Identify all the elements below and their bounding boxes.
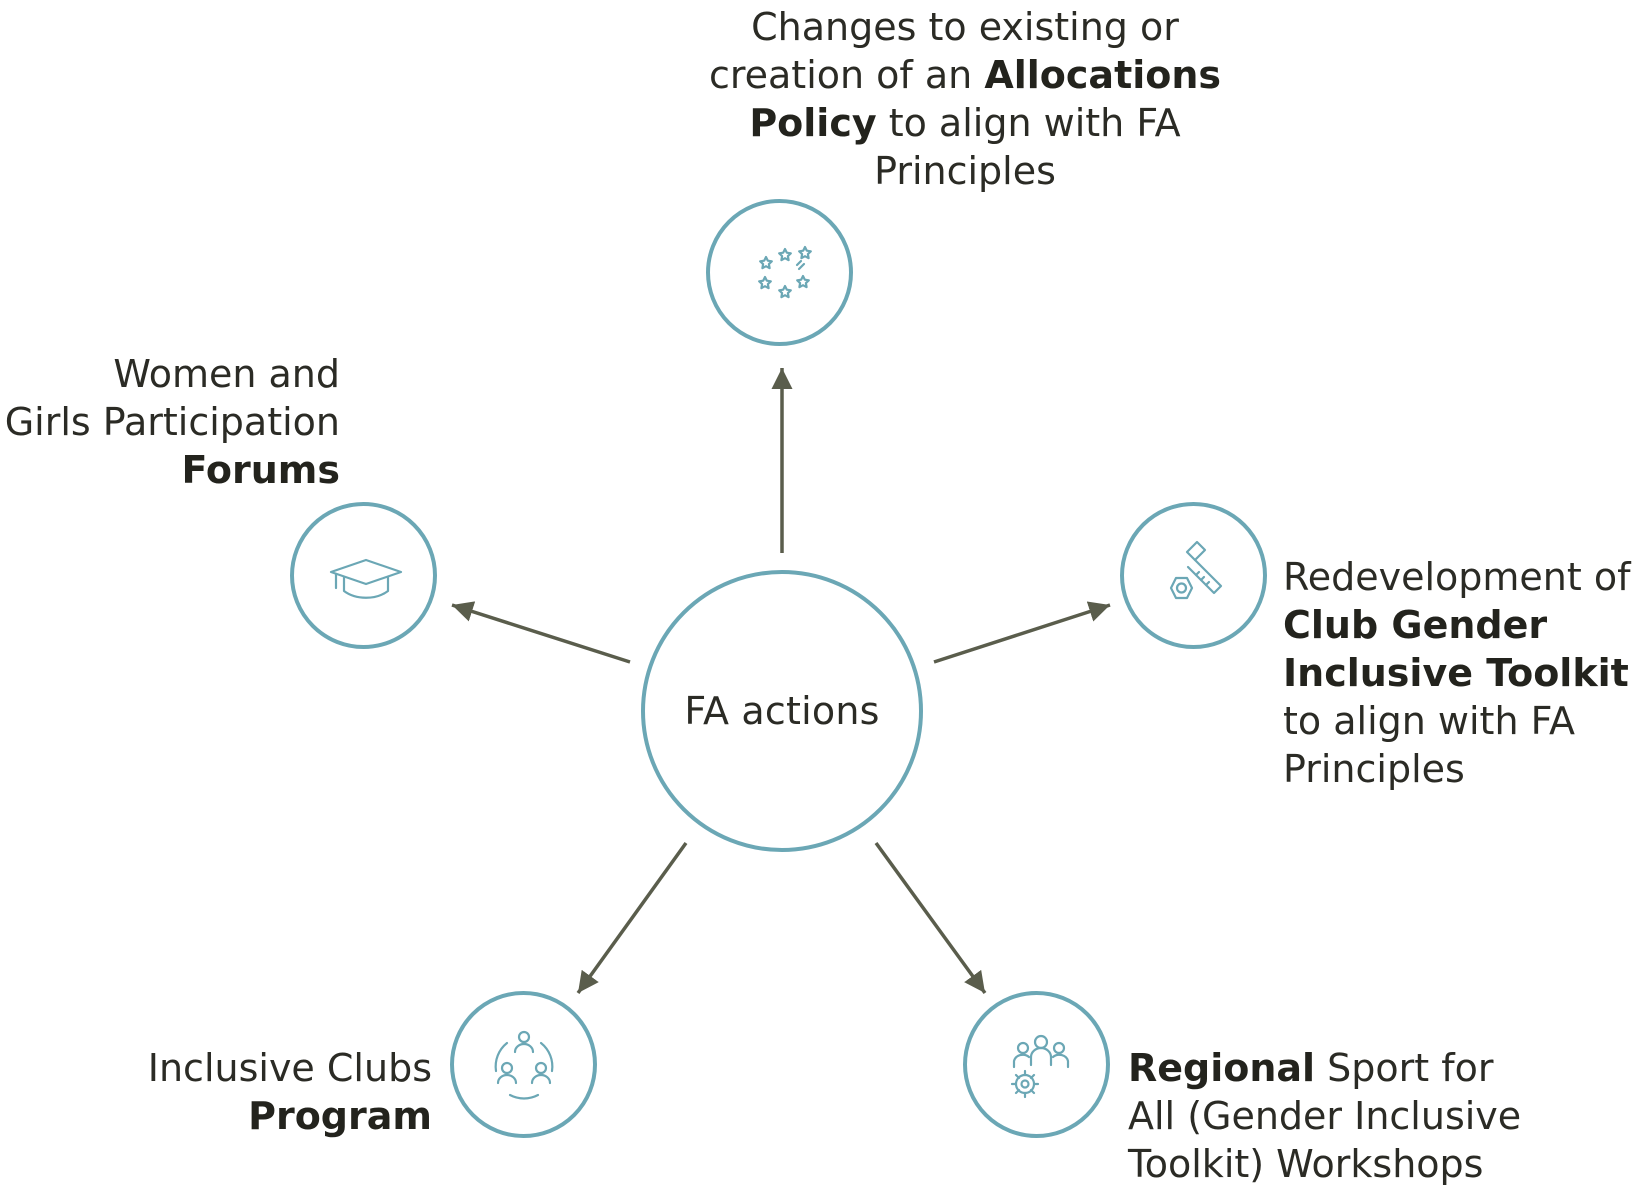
label-line: Women and xyxy=(113,352,340,396)
graduation-cap-icon xyxy=(329,558,403,599)
label-line: Principles xyxy=(874,149,1056,193)
arrow-to-workshops xyxy=(874,841,987,995)
inclusive-clubs-label: Inclusive Clubs Program xyxy=(60,1044,432,1140)
label-line: Program xyxy=(248,1094,432,1138)
forums-node xyxy=(290,502,437,649)
center-node: FA actions xyxy=(641,570,923,852)
stars-icon xyxy=(758,245,812,299)
allocations-policy-node xyxy=(706,199,853,346)
toolkit-label: Redevelopment of Club Gender Inclusive T… xyxy=(1283,553,1643,793)
workshops-label: Regional Sport for All (Gender Inclusive… xyxy=(1128,1044,1528,1185)
team-gear-icon xyxy=(1010,1034,1070,1099)
forums-label: Women and Girls Participation Forums xyxy=(0,350,340,494)
center-label: FA actions xyxy=(684,689,880,733)
label-line: Principles xyxy=(1283,747,1465,791)
label-line: Club Gender xyxy=(1283,603,1548,647)
label-line: Forums xyxy=(181,448,340,492)
label-line: Policy to align with FA xyxy=(749,101,1181,145)
arrow-to-forums xyxy=(451,601,631,664)
toolkit-node xyxy=(1120,502,1267,649)
workshops-node xyxy=(963,991,1110,1138)
arrow-to-toolkit xyxy=(933,601,1111,664)
inclusive-clubs-node xyxy=(450,991,597,1138)
label-line: Regional Sport for xyxy=(1128,1046,1494,1090)
label-line: to align with FA xyxy=(1283,699,1575,743)
community-cycle-icon xyxy=(494,1030,554,1100)
label-line: Redevelopment of xyxy=(1283,555,1631,599)
label-line: Inclusive Clubs xyxy=(147,1046,432,1090)
label-line: All (Gender Inclusive xyxy=(1128,1094,1522,1138)
label-line: Inclusive Toolkit xyxy=(1283,651,1629,695)
allocations-policy-label: Changes to existing or creation of an Al… xyxy=(700,3,1230,195)
tools-icon xyxy=(1169,540,1223,600)
label-line: Toolkit) Workshops xyxy=(1128,1142,1484,1185)
label-line: Girls Participation xyxy=(4,400,340,444)
arrow-to-inclusive-clubs xyxy=(576,841,688,995)
label-line: creation of an Allocations xyxy=(708,53,1222,97)
label-line: Changes to existing or xyxy=(751,5,1179,49)
